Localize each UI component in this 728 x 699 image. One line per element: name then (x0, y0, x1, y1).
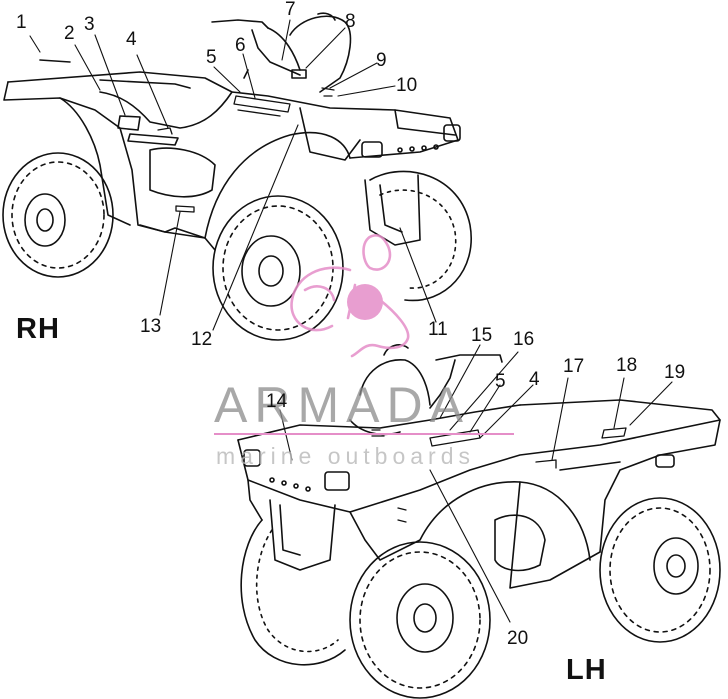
callout-9: 9 (376, 50, 387, 71)
watermark-line (214, 433, 514, 435)
rh-atv-drawing (2, 12, 472, 341)
rh-front-tire (212, 195, 344, 341)
watermark-brand: ARMADA (214, 377, 470, 433)
callout-18: 18 (616, 355, 638, 376)
rh-far-tires (369, 170, 472, 302)
rh-rear-tire (2, 152, 114, 278)
lh-leader-lines (279, 344, 673, 623)
callout-4: 4 (126, 29, 137, 50)
callout-15: 15 (471, 325, 493, 346)
rh-front-rack (117, 115, 461, 158)
callout-5: 5 (206, 47, 217, 68)
view-label-lh: LH (566, 654, 607, 686)
lh-atv-drawing (237, 344, 721, 699)
callout-6: 6 (235, 35, 246, 56)
callout-7: 7 (285, 0, 296, 20)
lh-far-front-tire (240, 519, 346, 666)
lh-rear-tire (599, 497, 721, 643)
lh-front-tire (349, 541, 491, 699)
rh-decals (157, 87, 335, 213)
callout-1: 1 (16, 12, 27, 33)
callout-11: 11 (428, 319, 448, 340)
callout-12: 12 (191, 329, 213, 350)
lh-body (237, 399, 721, 589)
lh-front-rack (243, 449, 675, 492)
callout-13: 13 (140, 316, 162, 337)
callout-5-lh: 5 (495, 371, 506, 392)
callout-20: 20 (507, 628, 529, 649)
watermark-tagline: marine outboards (216, 443, 475, 469)
callout-2: 2 (64, 23, 75, 44)
rh-leader-lines (29, 19, 437, 331)
callout-4-lh: 4 (529, 369, 540, 390)
callout-17: 17 (563, 356, 585, 377)
callout-3: 3 (84, 14, 95, 35)
rh-handlebar-and-seat (211, 12, 352, 93)
callout-10: 10 (396, 75, 418, 96)
callout-19: 19 (664, 362, 686, 383)
watermark-mascot (290, 234, 410, 358)
callout-8: 8 (345, 11, 356, 32)
view-label-rh: RH (16, 313, 60, 345)
callout-16: 16 (513, 329, 535, 350)
callout-14: 14 (266, 391, 288, 412)
